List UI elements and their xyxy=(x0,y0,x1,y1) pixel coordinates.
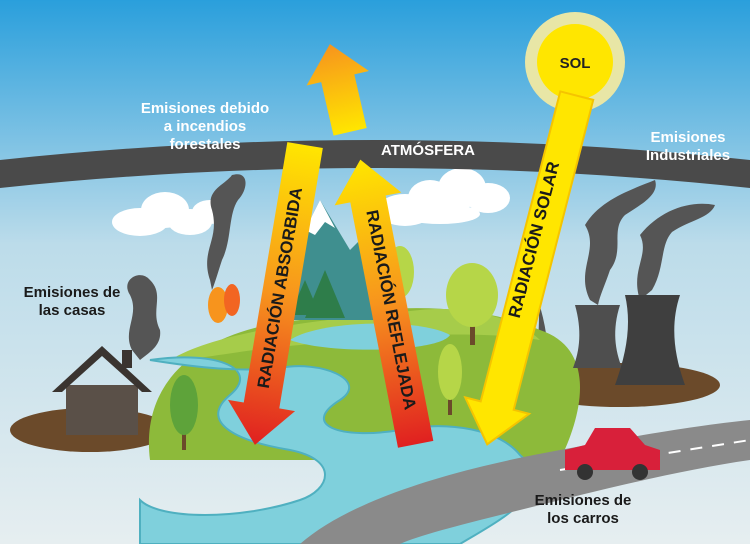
cloud xyxy=(377,168,510,226)
house xyxy=(52,346,152,435)
tree xyxy=(438,344,462,415)
label-line: Emisiones debido xyxy=(141,100,269,117)
industrial-label: Emisiones Industriales xyxy=(646,129,730,164)
forest-fires-label: Emisiones debido a incendios forestales xyxy=(141,100,269,153)
label-line: Emisiones de xyxy=(24,284,121,301)
tree xyxy=(170,375,198,450)
label-line: forestales xyxy=(170,136,241,153)
tree xyxy=(446,263,498,345)
trees xyxy=(170,246,498,450)
reflected-radiation-arrow xyxy=(334,159,434,448)
sun-label: SOL xyxy=(560,55,591,72)
label-line: los carros xyxy=(547,510,619,527)
label-line: las casas xyxy=(39,302,106,319)
cars-label: Emisiones de los carros xyxy=(535,492,632,527)
label-line: a incendios xyxy=(164,118,247,135)
label-line: Emisiones xyxy=(650,129,725,146)
burning-tree xyxy=(208,284,240,323)
houses-label: Emisiones de las casas xyxy=(24,284,121,319)
atmosphere-label: ATMÓSFERA xyxy=(381,141,475,159)
car xyxy=(565,428,660,480)
cooling-towers xyxy=(573,295,685,385)
sun: SOL xyxy=(525,12,625,112)
outgoing-arrow xyxy=(306,44,369,136)
label-line: Emisiones de xyxy=(535,492,632,509)
absorbed-radiation-arrow xyxy=(227,142,323,445)
label-line: Industriales xyxy=(646,147,730,164)
solar-radiation-arrow xyxy=(463,90,595,446)
tree xyxy=(305,270,345,318)
